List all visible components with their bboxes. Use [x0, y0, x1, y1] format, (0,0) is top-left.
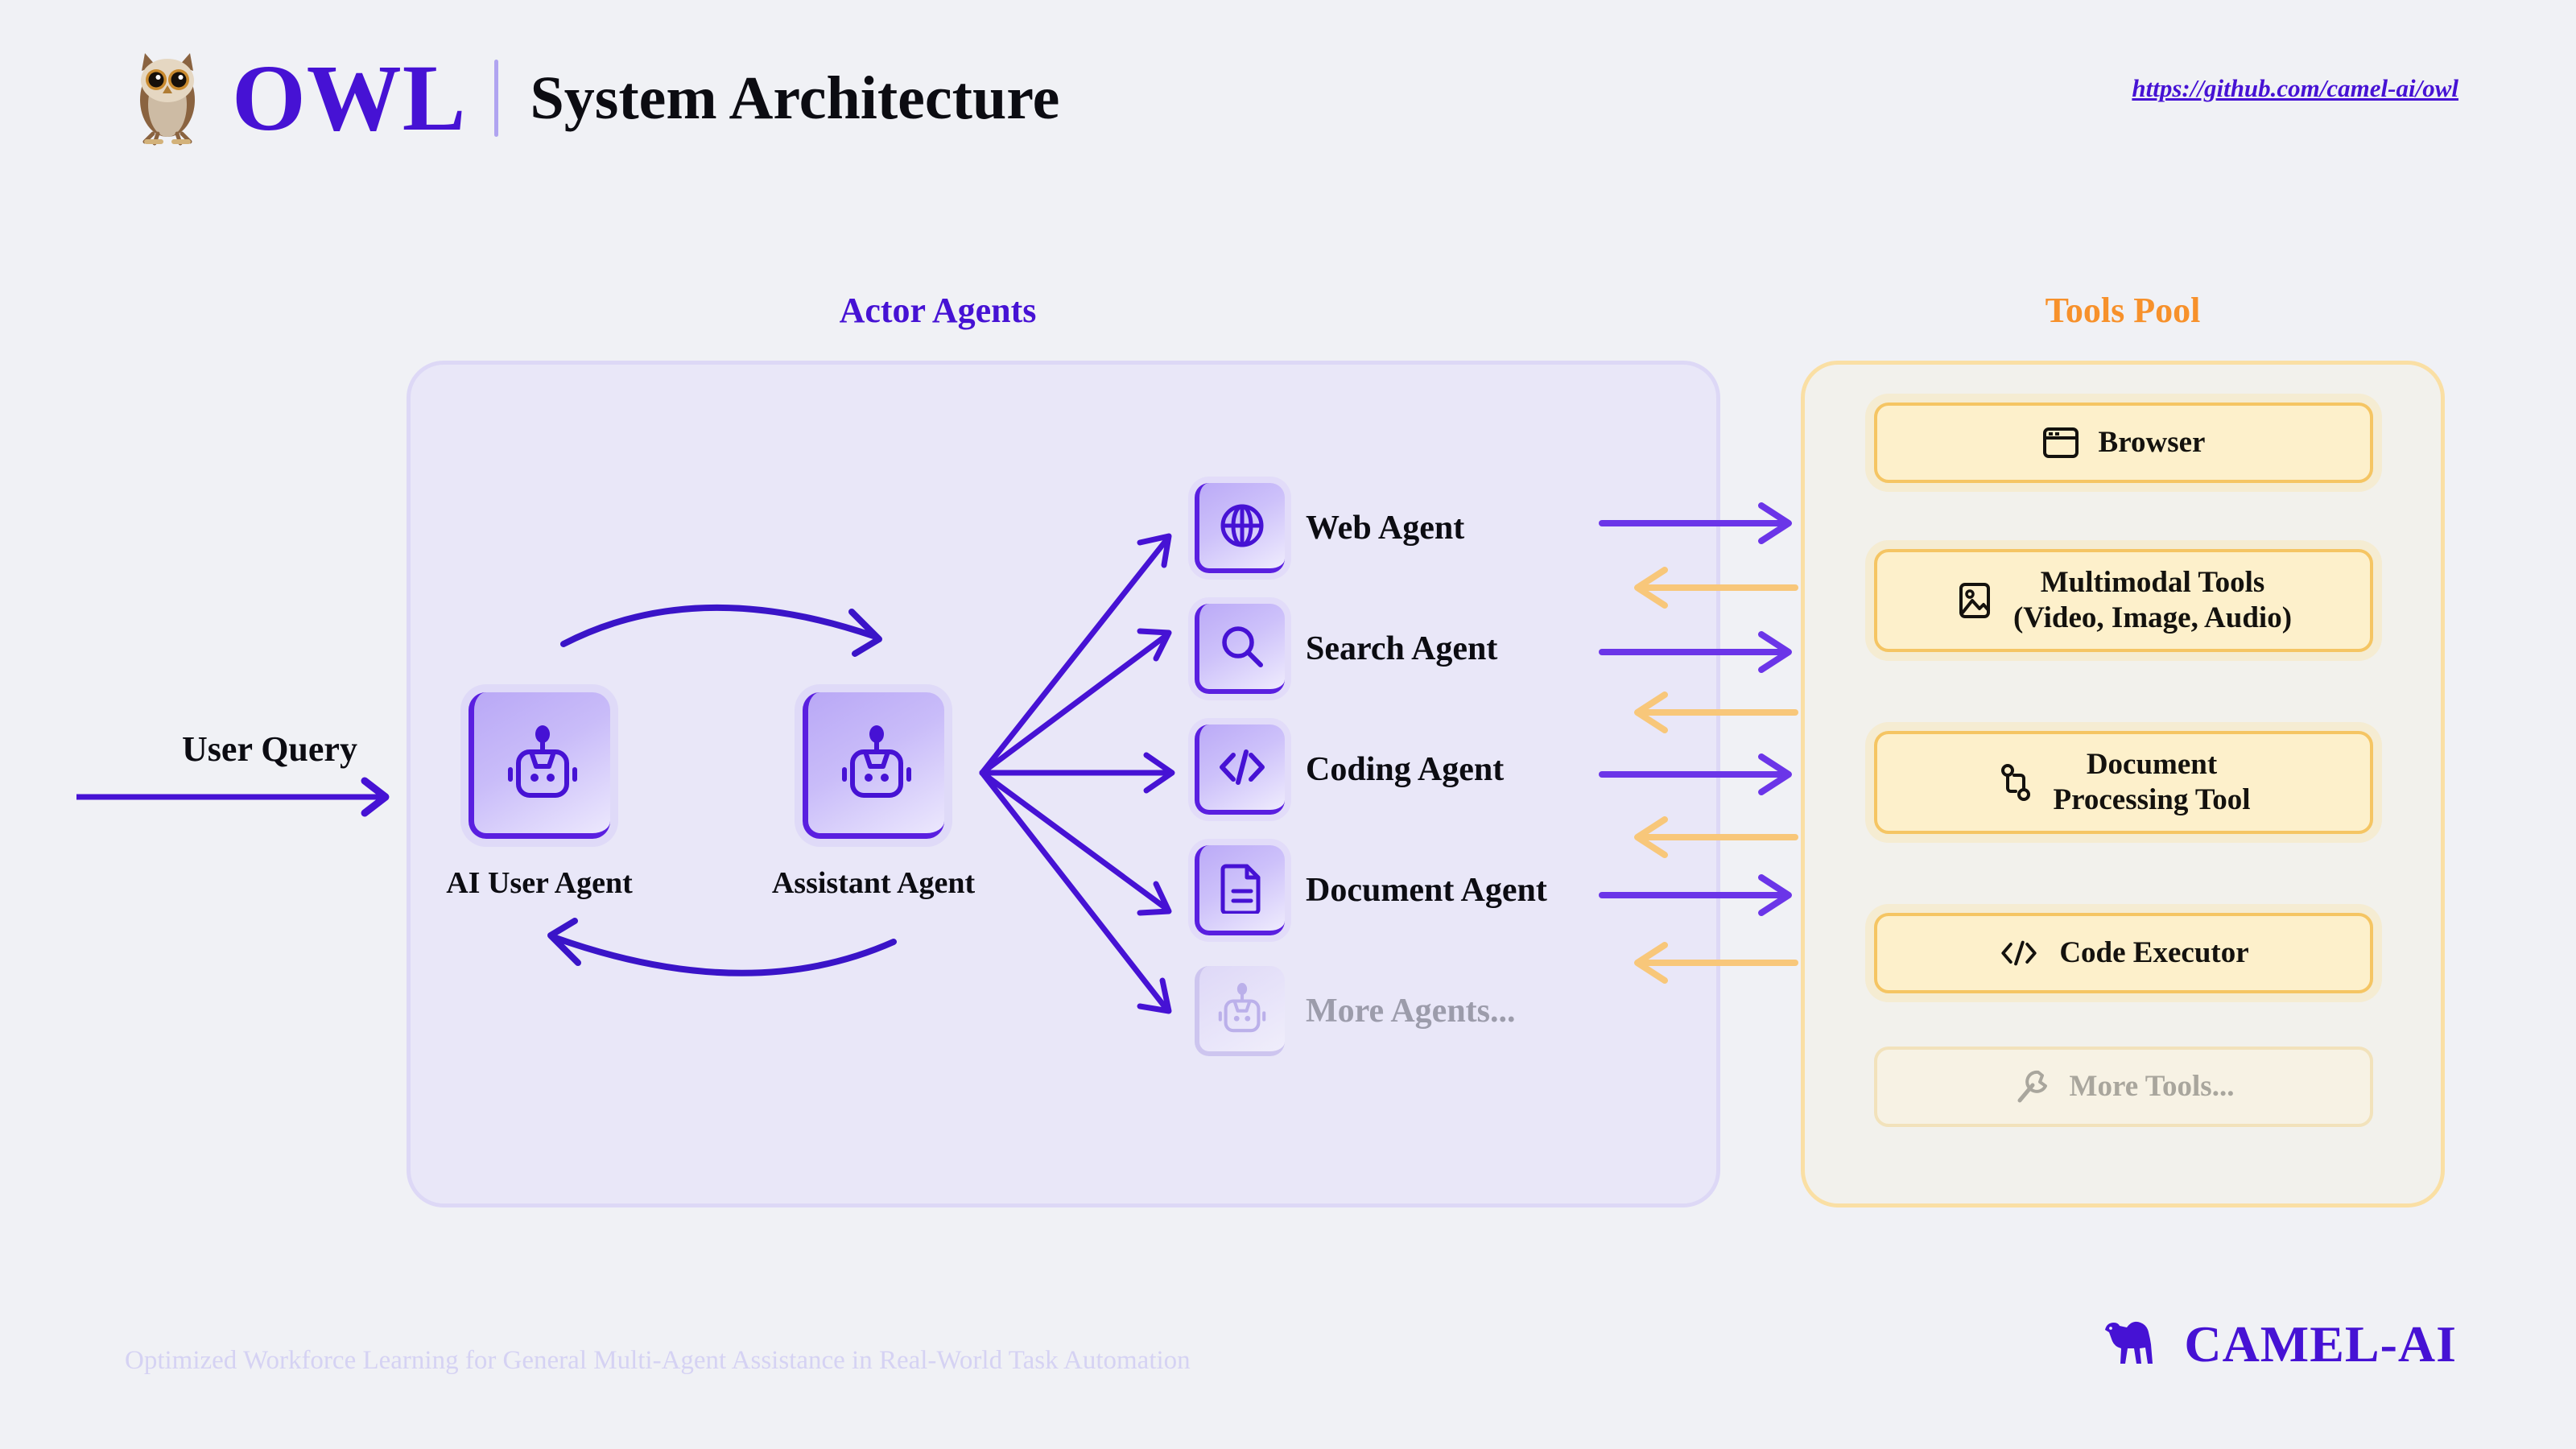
actor-agent-row-more[interactable]: More Agents... — [1195, 966, 1516, 1056]
assistant-agent-label: Assistant Agent — [771, 866, 976, 900]
actor-agent-row-web[interactable]: Web Agent — [1195, 483, 1464, 573]
user-query-label: User Query — [182, 729, 357, 769]
tool-label: Browser — [2098, 426, 2206, 460]
actor-agent-row-search[interactable]: Search Agent — [1195, 604, 1497, 694]
title-divider — [493, 60, 498, 137]
code-icon — [1195, 724, 1285, 815]
tool-card-browser[interactable]: Browser — [1874, 402, 2373, 483]
header: OWL System Architecture — [121, 47, 1059, 150]
document-icon — [1195, 845, 1285, 935]
tool-card-document-processing[interactable]: Document Processing Tool — [1874, 731, 2373, 834]
tool-card-more-tools[interactable]: More Tools... — [1874, 1046, 2373, 1127]
actor-agent-row-coding[interactable]: Coding Agent — [1195, 724, 1504, 815]
tool-label: Multimodal Tools (Video, Image, Audio) — [2013, 565, 2292, 635]
tool-label-line2: Processing Tool — [2053, 783, 2251, 816]
tools-pool-heading: Tools Pool — [2045, 291, 2201, 330]
owl-icon — [140, 53, 195, 146]
actor-agent-label: More Agents... — [1306, 993, 1516, 1030]
robot-icon — [1195, 966, 1285, 1056]
ai-user-agent-label: AI User Agent — [446, 866, 633, 900]
brand-title: OWL — [232, 45, 467, 151]
tool-card-multimodal[interactable]: Multimodal Tools (Video, Image, Audio) — [1874, 549, 2373, 652]
ai-user-agent-tile[interactable] — [469, 692, 610, 839]
footer-tagline: Optimized Workforce Learning for General… — [125, 1346, 1191, 1375]
wrench-icon — [2017, 1070, 2047, 1103]
camel-ai-wordmark: CAMEL-AI — [2184, 1315, 2457, 1373]
search-icon — [1195, 604, 1285, 694]
actor-agent-label: Search Agent — [1306, 630, 1498, 667]
tool-label-line1: Multimodal Tools — [2040, 566, 2265, 600]
robot-icon — [841, 724, 911, 798]
repo-url-link[interactable]: https://github.com/camel-ai/owl — [2132, 74, 2458, 102]
page-subtitle: System Architecture — [530, 64, 1060, 132]
code-icon — [2001, 940, 2037, 966]
actor-agent-label: Coding Agent — [1306, 751, 1505, 788]
tool-label: Document Processing Tool — [2054, 747, 2251, 817]
camel-icon — [2105, 1321, 2153, 1364]
tool-label-line1: Document — [2086, 748, 2218, 782]
actor-agents-heading: Actor Agents — [839, 291, 1037, 330]
tool-label: Code Executor — [2059, 936, 2249, 970]
assistant-agent-tile[interactable] — [803, 692, 944, 839]
globe-icon — [1195, 483, 1285, 573]
tool-card-code-executor[interactable]: Code Executor — [1874, 913, 2373, 993]
actor-agent-row-document[interactable]: Document Agent — [1195, 845, 1547, 935]
actor-agent-label: Document Agent — [1306, 872, 1547, 909]
git-branch-icon — [2000, 764, 2030, 801]
tool-label: More Tools... — [2069, 1070, 2235, 1104]
camel-ai-logo: CAMEL-AI — [2097, 1314, 2457, 1375]
image-icon — [1959, 583, 1990, 618]
user-query-arrow-icon — [76, 777, 390, 817]
tool-label-line2: (Video, Image, Audio) — [2013, 601, 2293, 634]
actor-agent-label: Web Agent — [1306, 510, 1465, 547]
browser-icon — [2042, 427, 2079, 458]
robot-icon — [507, 724, 577, 798]
